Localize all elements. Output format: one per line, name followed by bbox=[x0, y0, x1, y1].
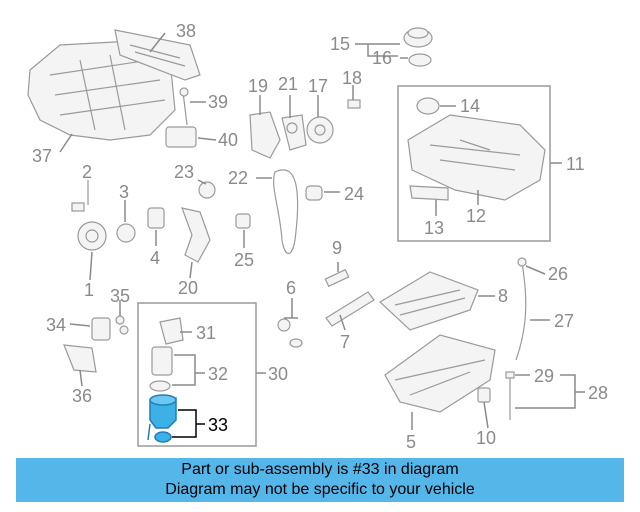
callout-36: 36 bbox=[72, 386, 92, 406]
part-clip-18 bbox=[347, 99, 361, 109]
callout-33-highlighted: 33 bbox=[208, 415, 228, 435]
part-filter-element-32 bbox=[149, 346, 173, 392]
part-sensor-6 bbox=[277, 318, 303, 348]
callout-9: 9 bbox=[332, 238, 342, 258]
part-gasket-38 bbox=[114, 29, 201, 81]
callout-6: 6 bbox=[286, 278, 296, 298]
part-housing-31 bbox=[159, 317, 184, 345]
part-tensioner-4 bbox=[147, 207, 165, 229]
callout-2: 2 bbox=[82, 162, 92, 182]
callout-19: 19 bbox=[248, 76, 268, 96]
callout-1: 1 bbox=[84, 280, 94, 300]
callout-20: 20 bbox=[178, 278, 198, 298]
part-bracket-34 bbox=[91, 317, 111, 341]
part-gasket-7 bbox=[325, 291, 375, 327]
callout-12: 12 bbox=[466, 206, 486, 226]
callout-29: 29 bbox=[534, 366, 554, 386]
callout-39: 39 bbox=[208, 92, 228, 112]
part-sprocket-17 bbox=[306, 116, 334, 144]
callout-3: 3 bbox=[119, 182, 129, 202]
part-valve-cover-12 bbox=[407, 114, 546, 201]
part-sensor-39 bbox=[179, 87, 189, 126]
part-sensor-9 bbox=[324, 268, 350, 288]
callout-13: 13 bbox=[424, 218, 444, 238]
callout-4: 4 bbox=[150, 248, 160, 268]
callout-24: 24 bbox=[344, 184, 364, 204]
part-clamp-35 bbox=[115, 315, 129, 335]
callout-labels: 38 39 40 37 19 21 17 18 15 16 14 11 12 1… bbox=[32, 21, 608, 452]
part-idler-24 bbox=[305, 185, 323, 201]
part-oil-filter-housing-33[interactable] bbox=[147, 394, 177, 443]
callout-5: 5 bbox=[406, 432, 416, 452]
callout-23: 23 bbox=[174, 162, 194, 182]
part-pulley-1 bbox=[77, 221, 107, 251]
part-oil-pan-gasket-8 bbox=[379, 271, 479, 331]
callout-40: 40 bbox=[218, 130, 238, 150]
callout-38: 38 bbox=[176, 21, 196, 41]
callout-28: 28 bbox=[588, 383, 608, 403]
part-dipstick-27 bbox=[515, 257, 527, 361]
part-oil-cap-15 bbox=[403, 27, 433, 48]
callout-14: 14 bbox=[460, 96, 480, 116]
part-plug-10 bbox=[477, 387, 491, 403]
callout-34: 34 bbox=[46, 315, 66, 335]
part-valve-40 bbox=[165, 126, 197, 148]
part-oil-pan-5 bbox=[384, 334, 496, 413]
callout-17: 17 bbox=[308, 76, 328, 96]
callout-30: 30 bbox=[268, 364, 288, 384]
callout-18: 18 bbox=[342, 68, 362, 88]
callout-27: 27 bbox=[554, 311, 574, 331]
info-banner: Part or sub-assembly is #33 in diagram D… bbox=[16, 458, 624, 502]
callout-8: 8 bbox=[498, 286, 508, 306]
callout-7: 7 bbox=[340, 332, 350, 352]
banner-line-part: Part or sub-assembly is #33 in diagram bbox=[181, 461, 459, 478]
part-bushing-23 bbox=[198, 181, 216, 199]
callout-16: 16 bbox=[372, 48, 392, 68]
group-box-30 bbox=[137, 302, 257, 447]
part-belt-22 bbox=[273, 169, 299, 255]
part-tube-29 bbox=[505, 371, 515, 420]
callout-11: 11 bbox=[566, 154, 585, 174]
callout-22: 22 bbox=[228, 168, 248, 188]
callout-10: 10 bbox=[476, 428, 496, 448]
callout-25: 25 bbox=[234, 250, 254, 270]
callout-26: 26 bbox=[548, 264, 568, 284]
part-gasket-13 bbox=[409, 185, 449, 201]
leader-lines bbox=[59, 32, 585, 438]
part-spacer-25 bbox=[235, 213, 251, 229]
part-seal-16 bbox=[408, 53, 432, 67]
part-cover-19 bbox=[249, 111, 281, 159]
callout-21: 21 bbox=[278, 74, 298, 94]
callout-15: 15 bbox=[330, 34, 350, 54]
banner-line-disclaimer: Diagram may not be specific to your vehi… bbox=[165, 481, 475, 498]
callout-31: 31 bbox=[196, 323, 216, 343]
callout-35: 35 bbox=[110, 286, 130, 306]
part-bolt-2 bbox=[71, 180, 89, 212]
part-pulley-3 bbox=[116, 223, 136, 243]
callout-37: 37 bbox=[32, 146, 52, 166]
part-bracket-36 bbox=[63, 344, 97, 373]
part-guide-21 bbox=[281, 114, 307, 151]
part-arm-20 bbox=[181, 207, 211, 263]
callout-32: 32 bbox=[208, 364, 228, 384]
part-cap-14 bbox=[416, 97, 440, 115]
